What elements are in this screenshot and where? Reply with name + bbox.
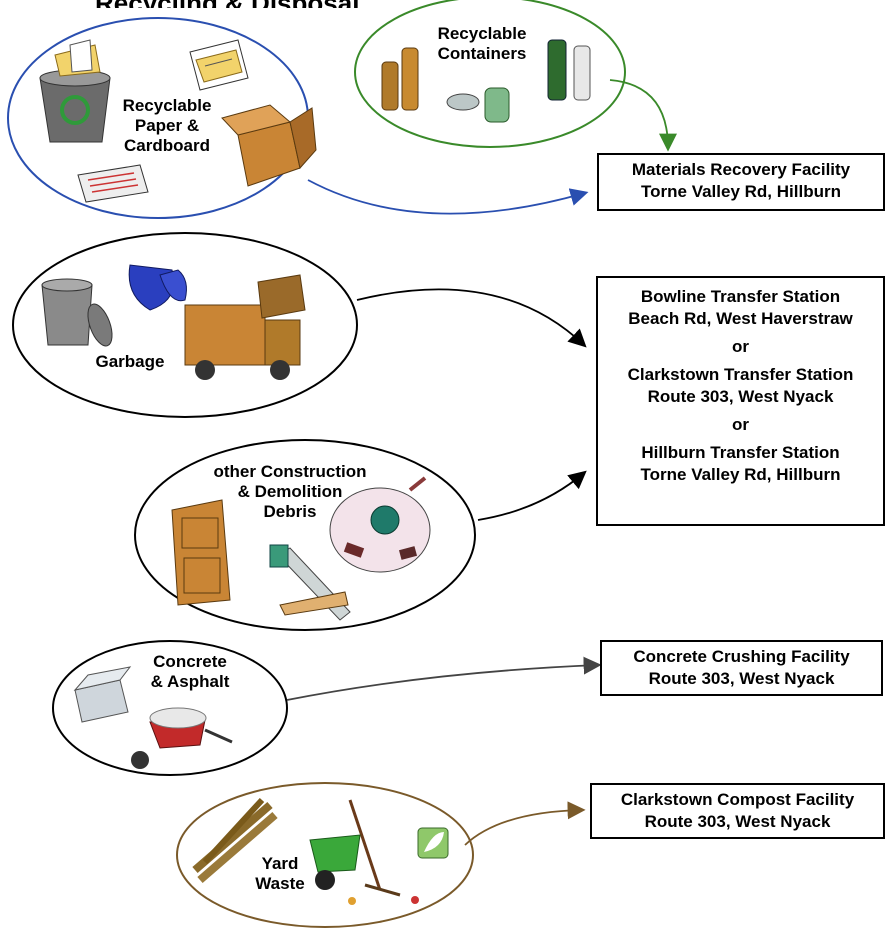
- cd-arrow: [477, 470, 587, 521]
- rubble-icon: [329, 476, 431, 573]
- label-paper: Recyclable Paper & Cardboard: [122, 96, 212, 155]
- clarkstown-transfer-address: Route 303, West Nyack: [647, 387, 834, 406]
- recycle-bin-icon: [39, 39, 111, 143]
- sticks-bundle-icon: [192, 797, 278, 884]
- label-yard: Yard Waste: [255, 854, 305, 893]
- containers-arrow: [609, 79, 677, 152]
- garbage-truck-icon: [184, 274, 306, 380]
- hillburn-transfer-name: Hillburn Transfer Station: [641, 443, 840, 462]
- trash-can-icon: [41, 278, 113, 347]
- garbage-arrow: [356, 288, 587, 348]
- label-garbage: Garbage: [95, 352, 165, 371]
- concrete-box: Concrete Crushing Facility Route 303, We…: [600, 640, 883, 696]
- compost-box: Clarkstown Compost Facility Route 303, W…: [590, 783, 885, 839]
- clarkstown-transfer-name: Clarkstown Transfer Station: [627, 365, 854, 384]
- transfer-stations-box: Bowline Transfer Station Beach Rd, West …: [596, 276, 885, 526]
- label-concrete: Concrete & Asphalt: [150, 652, 230, 691]
- concrete-block-icon: [73, 666, 132, 723]
- paper-bundle-icon: [189, 39, 249, 91]
- bowline-name: Bowline Transfer Station: [640, 287, 841, 306]
- or-label-2: or: [732, 415, 749, 434]
- rake-icon: [309, 799, 419, 905]
- concrete-ellipse: [52, 640, 288, 776]
- compost-facility-name: Clarkstown Compost Facility: [620, 790, 855, 809]
- concrete-facility-address: Route 303, West Nyack: [648, 669, 835, 688]
- mrf-box: Materials Recovery Facility Torne Valley…: [597, 153, 885, 211]
- mrf-name: Materials Recovery Facility: [631, 160, 851, 179]
- saw-icon: [269, 544, 351, 621]
- trash-bags-icon: [128, 264, 187, 311]
- containers-ellipse: [354, 0, 626, 148]
- wheelbarrow-icon: [131, 707, 233, 769]
- label-containers: Recyclable Containers: [437, 24, 527, 63]
- newspaper-icon: [77, 164, 149, 203]
- yard-ellipse: [176, 782, 474, 928]
- leaf-icon: [417, 827, 449, 859]
- page-title: Recycling & Disposal: [95, 0, 395, 8]
- bowline-address: Beach Rd, West Haverstraw: [628, 309, 853, 328]
- label-cd: other Construction & Demolition Debris: [213, 462, 367, 521]
- door-icon: [171, 499, 231, 606]
- hillburn-transfer-address: Torne Valley Rd, Hillburn: [640, 465, 841, 484]
- cd-ellipse: [134, 439, 476, 631]
- cardboard-box-icon: [221, 104, 317, 187]
- compost-facility-address: Route 303, West Nyack: [644, 812, 831, 831]
- garbage-ellipse: [12, 232, 358, 418]
- concrete-arrow: [286, 656, 602, 701]
- cans-icon: [446, 87, 510, 123]
- mrf-address: Torne Valley Rd, Hillburn: [641, 182, 841, 201]
- paper-arrow: [307, 179, 589, 215]
- bottles-icon: [381, 39, 591, 111]
- compost-arrow: [464, 801, 586, 846]
- concrete-facility-name: Concrete Crushing Facility: [633, 647, 850, 666]
- or-label-1: or: [732, 337, 749, 356]
